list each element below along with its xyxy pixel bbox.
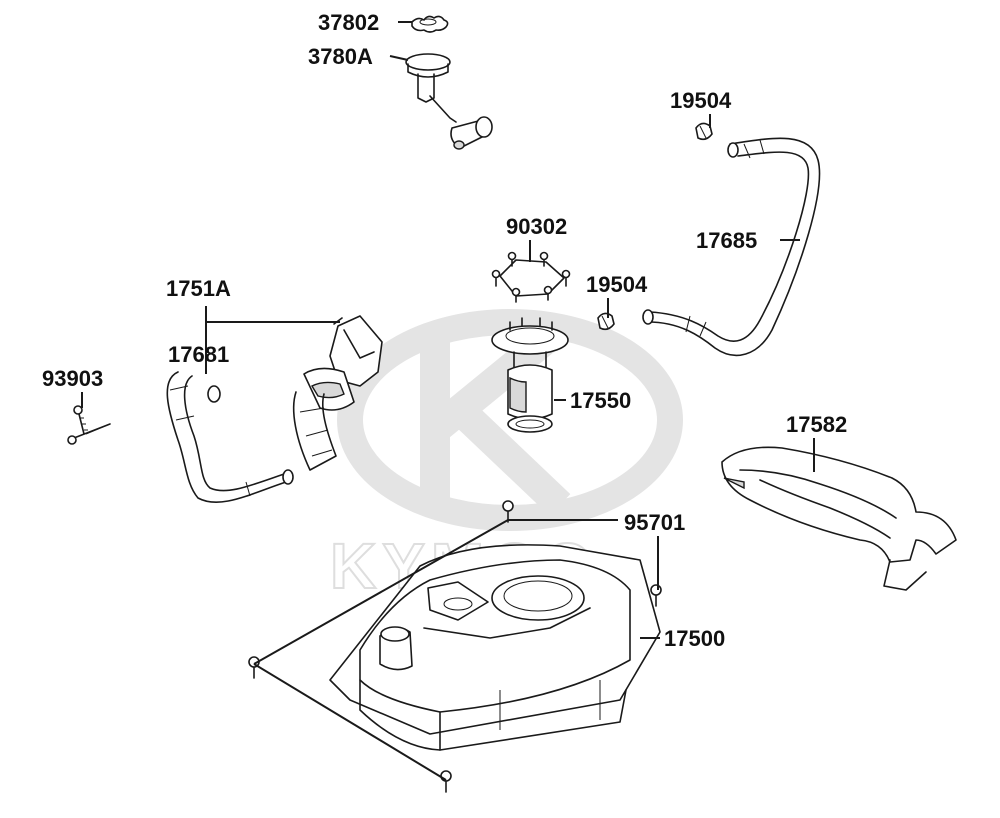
label-17500: 17500 xyxy=(664,626,725,651)
label-17550: 17550 xyxy=(570,388,631,413)
leader-lines xyxy=(81,21,815,781)
heat-shield xyxy=(721,446,957,591)
fuel-sender-ring xyxy=(411,15,449,33)
label-17685: 17685 xyxy=(696,228,757,253)
bolts-95701 xyxy=(248,500,662,793)
clamp-19504-mid xyxy=(597,312,615,331)
fuel-level-sender xyxy=(405,53,493,150)
hose-17681 xyxy=(166,371,294,503)
part-labels: 37802 3780A 19504 90302 17685 1751A 1950… xyxy=(42,10,847,651)
label-37802: 37802 xyxy=(318,10,379,35)
fuel-tank xyxy=(329,544,661,751)
label-3780A: 3780A xyxy=(308,44,373,69)
label-90302: 90302 xyxy=(506,214,567,239)
fuel-pump xyxy=(491,317,569,433)
label-93903: 93903 xyxy=(42,366,103,391)
label-17681: 17681 xyxy=(168,342,229,367)
label-1751A: 1751A xyxy=(166,276,231,301)
label-17582: 17582 xyxy=(786,412,847,437)
filler-neck-assembly xyxy=(292,315,383,471)
label-19504-mid: 19504 xyxy=(586,272,648,297)
hose-17685 xyxy=(642,137,821,357)
label-95701: 95701 xyxy=(624,510,685,535)
pump-plate-screws xyxy=(491,251,571,303)
screws-93903 xyxy=(67,405,111,445)
clamp-19504-top xyxy=(695,122,713,141)
label-19504-top: 19504 xyxy=(670,88,732,113)
